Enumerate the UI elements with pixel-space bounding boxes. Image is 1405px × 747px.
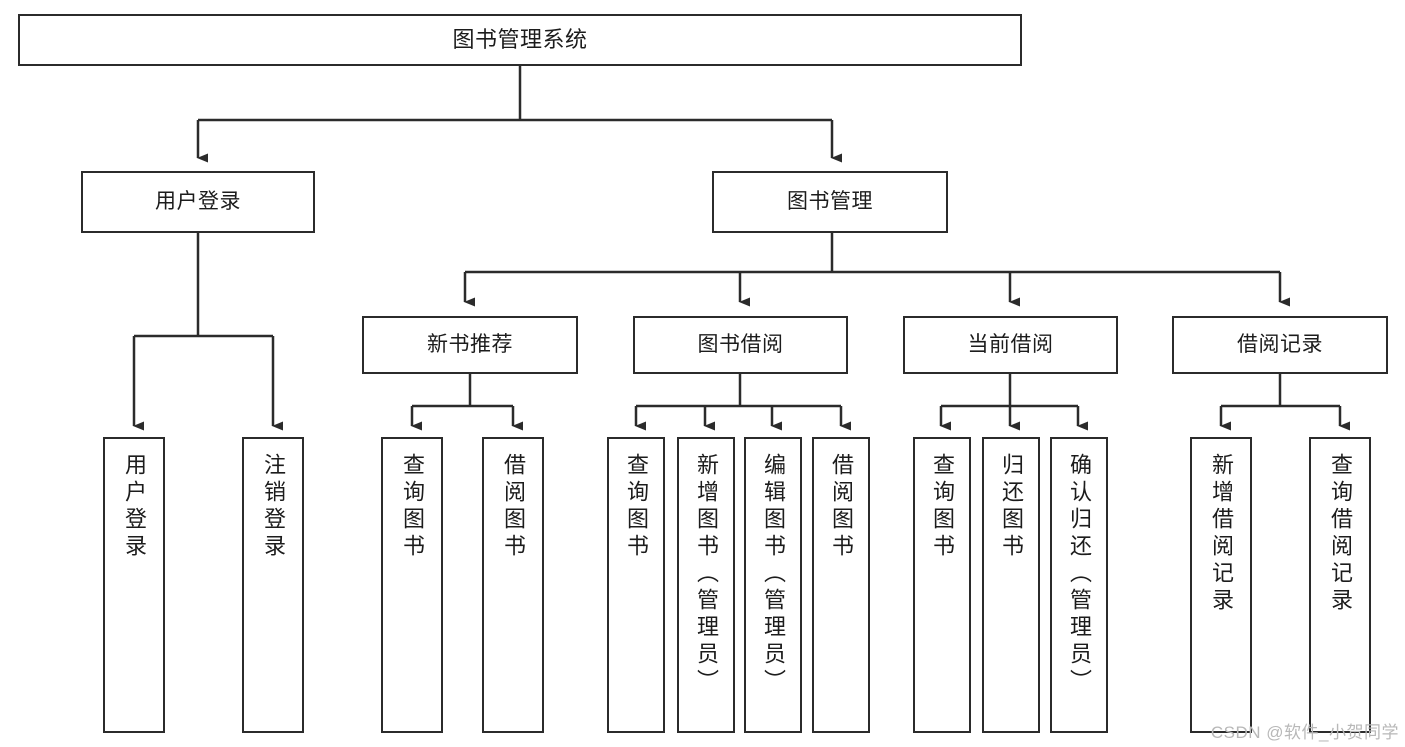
node-label: 新增图书（管理员） xyxy=(694,453,719,696)
node-label: 查询图书 xyxy=(400,453,425,561)
node-label: 编辑图书（管理员） xyxy=(761,453,786,696)
node-label: 查询图书 xyxy=(930,453,955,561)
leaf-records-add-record[interactable]: 新增借阅记录 xyxy=(1190,437,1252,733)
node-label: 用户登录 xyxy=(155,189,241,213)
node-current-borrow[interactable]: 当前借阅 xyxy=(903,316,1118,374)
node-label: 确认归还（管理员） xyxy=(1067,453,1092,696)
leaf-user-login-login[interactable]: 用户登录 xyxy=(103,437,165,733)
node-book-management[interactable]: 图书管理 xyxy=(712,171,948,233)
leaf-current-borrow-confirm-return[interactable]: 确认归还（管理员） xyxy=(1050,437,1108,733)
node-book-borrow[interactable]: 图书借阅 xyxy=(633,316,848,374)
node-root-book-management-system[interactable]: 图书管理系统 xyxy=(18,14,1022,66)
node-label: 借阅记录 xyxy=(1237,332,1323,356)
leaf-current-borrow-return-book[interactable]: 归还图书 xyxy=(982,437,1040,733)
leaf-book-borrow-edit-book[interactable]: 编辑图书（管理员） xyxy=(744,437,802,733)
leaf-new-book-query-book[interactable]: 查询图书 xyxy=(381,437,443,733)
leaf-new-book-borrow-book[interactable]: 借阅图书 xyxy=(482,437,544,733)
node-label: 注销登录 xyxy=(261,453,286,561)
node-label: 图书借阅 xyxy=(697,332,784,356)
node-borrow-records[interactable]: 借阅记录 xyxy=(1172,316,1388,374)
leaf-book-borrow-borrow-book[interactable]: 借阅图书 xyxy=(812,437,870,733)
node-label: 归还图书 xyxy=(999,453,1024,561)
leaf-book-borrow-add-book[interactable]: 新增图书（管理员） xyxy=(677,437,735,733)
node-label: 当前借阅 xyxy=(967,332,1054,356)
node-label: 新增借阅记录 xyxy=(1209,453,1234,615)
node-label: 图书管理 xyxy=(787,189,873,213)
node-label: 借阅图书 xyxy=(501,453,526,561)
node-user-login[interactable]: 用户登录 xyxy=(81,171,315,233)
node-label: 借阅图书 xyxy=(829,453,854,561)
leaf-user-login-logout[interactable]: 注销登录 xyxy=(242,437,304,733)
leaf-records-query-record[interactable]: 查询借阅记录 xyxy=(1309,437,1371,733)
node-label: 图书管理系统 xyxy=(452,27,588,53)
csdn-watermark: CSDN @软件_小贺同学 xyxy=(1210,723,1399,742)
node-label: 查询借阅记录 xyxy=(1328,453,1353,615)
node-new-book-recommend[interactable]: 新书推荐 xyxy=(362,316,578,374)
node-label: 查询图书 xyxy=(624,453,649,561)
node-label: 用户登录 xyxy=(122,453,147,561)
leaf-book-borrow-query-book[interactable]: 查询图书 xyxy=(607,437,665,733)
node-label: 新书推荐 xyxy=(427,332,513,356)
leaf-current-borrow-query-book[interactable]: 查询图书 xyxy=(913,437,971,733)
